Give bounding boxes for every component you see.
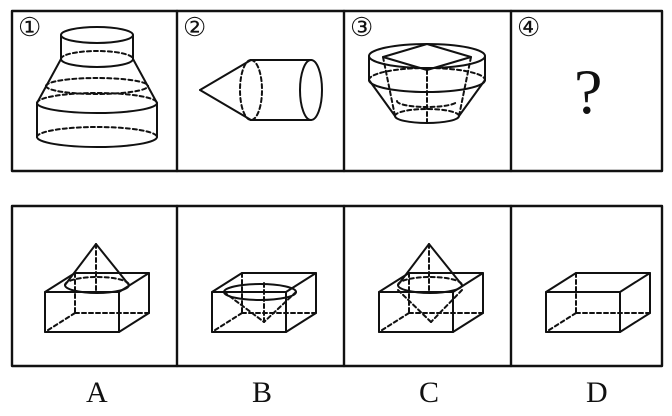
option-b-box-pyramid — [211, 272, 317, 333]
cell-number-1: ① — [18, 13, 42, 42]
figure-2-cone-cylinder — [199, 59, 323, 121]
top-row-grid — [10, 9, 664, 173]
option-label-d: D — [586, 376, 608, 409]
cell-number-3: ③ — [350, 13, 374, 42]
figure-1-stacked-solid — [36, 26, 158, 148]
cell-number-2: ② — [183, 13, 207, 42]
option-c-cone-box-pyramid — [378, 243, 484, 333]
option-label-a: A — [86, 376, 108, 409]
option-d-plain-box — [545, 272, 651, 333]
figure-3-funnel-solid — [368, 43, 486, 124]
cell-number-4: ④ — [517, 13, 541, 42]
option-a-cone-on-box — [44, 243, 150, 333]
options-row-grid — [10, 204, 664, 368]
option-label-b: B — [252, 376, 273, 409]
question-mark: ? — [574, 56, 603, 127]
option-label-c: C — [419, 376, 440, 409]
